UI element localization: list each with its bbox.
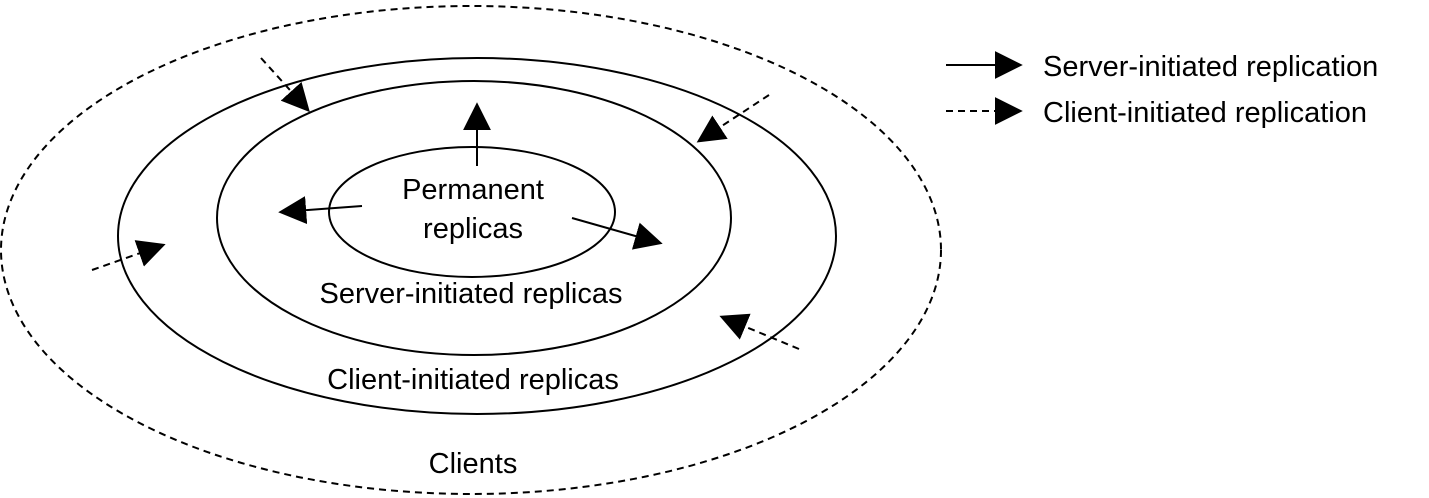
legend-server-initiated-label: Server-initiated replication	[1043, 51, 1378, 83]
permanent-replicas-label-line1: Permanent	[402, 174, 544, 206]
client-replication-arrow-top-right	[696, 94, 770, 143]
permanent-replicas-label-line2: replicas	[423, 213, 523, 245]
server-initiated-replicas-label: Server-initiated replicas	[319, 278, 622, 310]
client-replication-arrow-top-left	[260, 57, 310, 113]
permanent-region	[328, 146, 616, 278]
client-replication-arrow-bottom-right	[719, 313, 800, 350]
clients-region	[0, 5, 942, 495]
server-initiated-region	[216, 80, 732, 356]
server-replication-arrow-right	[571, 217, 663, 250]
legend: Server-initiated replication Client-init…	[946, 51, 1378, 129]
client-initiated-replicas-label: Client-initiated replicas	[327, 364, 619, 396]
legend-client-initiated-label: Client-initiated replication	[1043, 97, 1367, 129]
client-replication-arrow-left	[91, 240, 166, 271]
client-initiated-region	[117, 57, 837, 415]
clients-label: Clients	[429, 448, 518, 480]
server-replication-arrow-left	[278, 196, 363, 225]
